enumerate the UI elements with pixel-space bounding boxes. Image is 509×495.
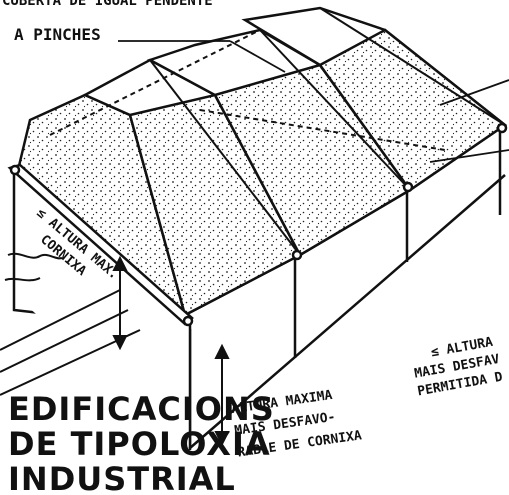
title-line3: INDUSTRIAL [8,460,236,495]
label-top-line2: A PINCHES [14,25,101,44]
building-walls [12,128,506,450]
ridge-lines [49,7,506,256]
label-right: ≤ ALTURA MAIS DESFAV PERMITIDA D [413,335,504,400]
dimension-arrows [112,255,230,447]
leader-lines [118,40,509,163]
label-top-line1: CUBERTA DE IGUAL PENDENTE [2,0,213,9]
roof-bays [16,6,508,323]
cornice [7,122,508,327]
title-line1: EDIFICACIONS [8,390,275,428]
title-line2: DE TIPOLOXIA [8,425,271,463]
